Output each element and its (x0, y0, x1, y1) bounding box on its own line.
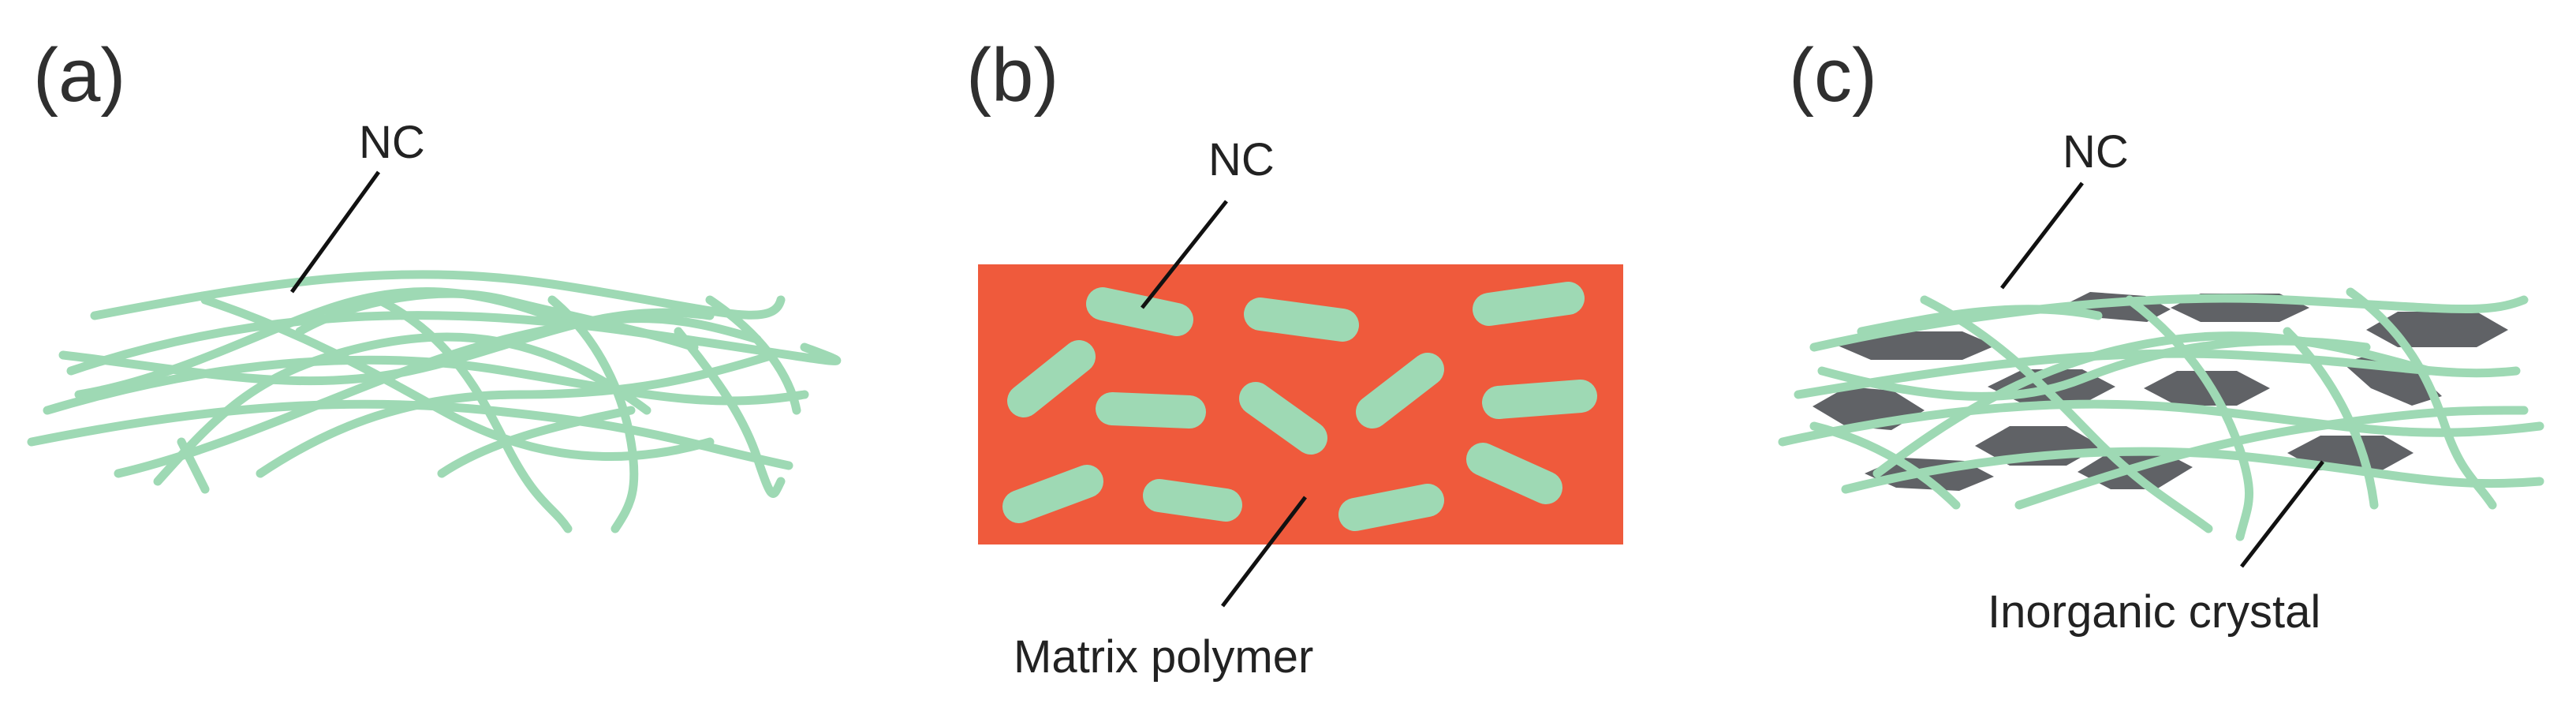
nc-rod (1466, 443, 1562, 504)
nc-rod (1473, 282, 1585, 326)
nc-fiber (1778, 399, 2544, 447)
panel-c-label: (c) (1789, 33, 1877, 118)
nc-label-c: NC (2063, 126, 2129, 178)
nc-rod (1338, 484, 1444, 531)
nc-rods (1002, 282, 1597, 531)
nc-fiber (374, 295, 573, 533)
nc-fiber (43, 355, 809, 415)
inorganic-crystal-label: Inorganic crystal (1988, 586, 2320, 638)
nc-rod (1356, 353, 1444, 428)
nc-fiber (200, 295, 715, 461)
nc-fiber (2125, 295, 2253, 541)
panel-a: (a) NC (27, 33, 842, 533)
panel-a-label: (a) (33, 33, 125, 118)
nc-fiber (1920, 295, 2213, 533)
nc-leader-line (2000, 181, 2084, 290)
nc-rod (1007, 340, 1096, 417)
panel-b: (b) NC Matrix polymer (966, 33, 1623, 683)
nc-fiber (674, 327, 786, 498)
nc-rod (1002, 465, 1103, 523)
nc-fiber (437, 406, 636, 478)
panel-b-label: (b) (966, 33, 1058, 118)
nc-rod (1086, 287, 1193, 336)
nc-fiber (2346, 287, 2497, 510)
nc-fiber (1794, 349, 2521, 399)
nc-fiber (1857, 305, 2103, 336)
nc-fiber (177, 437, 210, 494)
nc-rod (1244, 297, 1359, 342)
matrix-polymer-label: Matrix polymer (1014, 631, 1313, 683)
nc-rod (1096, 392, 1206, 428)
nc-leader-line (289, 170, 381, 294)
nc-rod (1482, 380, 1597, 419)
nc-fiber (705, 295, 801, 415)
nc-rod (1239, 382, 1327, 455)
nc-fiber-network (1778, 287, 2544, 541)
nc-fiber-network (27, 270, 842, 533)
nc-fiber (153, 332, 651, 486)
matrix-leader-line (1221, 496, 1307, 608)
nc-label-b: NC (1208, 134, 1275, 185)
nc-fiber (256, 350, 778, 478)
nc-fiber (1872, 331, 2434, 478)
nc-fiber (2283, 327, 2379, 510)
nc-fiber (1809, 421, 1961, 510)
nc-leader-line (1141, 200, 1228, 309)
nc-label-a: NC (359, 117, 425, 168)
nc-fiber (2014, 406, 2529, 510)
panel-c: (c) (1778, 33, 2544, 638)
nc-fiber (295, 289, 699, 352)
nc-fiber (547, 295, 639, 533)
nc-fiber (1809, 294, 2529, 352)
nc-fiber (90, 270, 786, 320)
nc-rod (1143, 479, 1242, 522)
crystal-leader-line (2240, 460, 2324, 568)
